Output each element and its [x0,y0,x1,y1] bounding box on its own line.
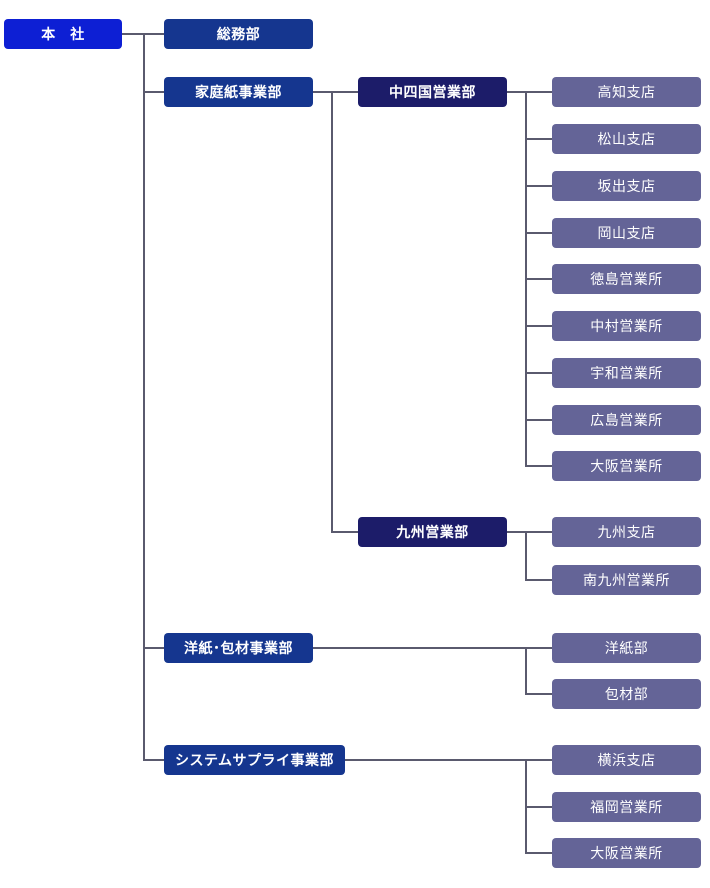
connector-line [525,419,552,421]
node-system-supply-division: システムサプライ事業部 [164,745,345,775]
connector-line [143,33,145,761]
connector-line [525,806,552,808]
connector-line [525,278,552,280]
connector-line [525,232,552,234]
connector-line [331,91,333,533]
node-branch: 横浜支店 [552,745,701,775]
node-kyushu-sales: 九州営業部 [358,517,507,547]
node-branch: 大阪営業所 [552,838,701,868]
connector-line [345,759,552,761]
connector-line [525,185,552,187]
node-branch: 大阪営業所 [552,451,701,481]
node-branch: 中村営業所 [552,311,701,341]
node-branch: 岡山支店 [552,218,701,248]
node-branch: 坂出支店 [552,171,701,201]
connector-line [525,579,552,581]
node-household-paper-division: 家庭紙事業部 [164,77,313,107]
node-branch: 福岡営業所 [552,792,701,822]
connector-line [507,531,552,533]
node-branch: 九州支店 [552,517,701,547]
node-branch: 洋紙部 [552,633,701,663]
connector-line [525,531,527,581]
node-branch: 宇和営業所 [552,358,701,388]
node-branch: 徳島営業所 [552,264,701,294]
node-branch: 南九州営業所 [552,565,701,595]
connector-line [313,647,552,649]
node-branch: 松山支店 [552,124,701,154]
node-chushikoku-sales: 中四国営業部 [358,77,507,107]
connector-line [143,91,164,93]
node-branch: 包材部 [552,679,701,709]
connector-line [525,465,552,467]
node-head-office: 本 社 [4,19,122,49]
node-paper-packaging-division: 洋紙･包材事業部 [164,633,313,663]
node-branch: 広島営業所 [552,405,701,435]
connector-line [525,693,552,695]
node-branch: 高知支店 [552,77,701,107]
connector-line [525,852,552,854]
connector-line [143,647,164,649]
connector-line [507,91,552,93]
node-general-affairs: 総務部 [164,19,313,49]
connector-line [525,138,552,140]
connector-line [313,91,358,93]
connector-line [525,647,527,695]
connector-line [525,325,552,327]
connector-line [331,531,358,533]
connector-line [525,372,552,374]
connector-line [143,759,164,761]
